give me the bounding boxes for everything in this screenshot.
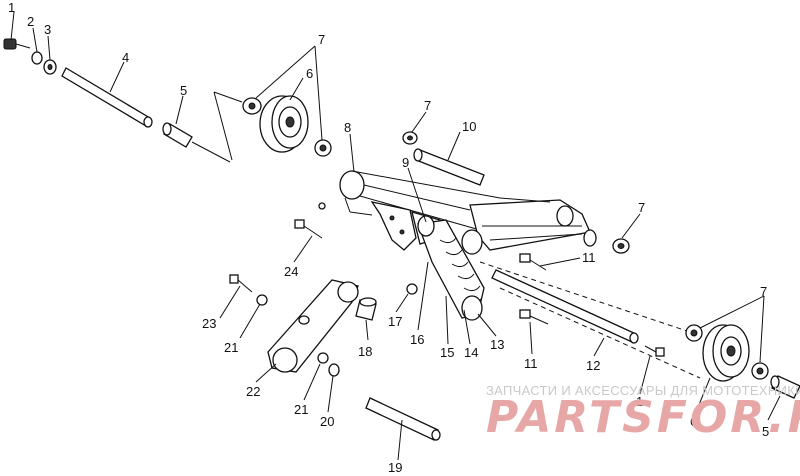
callout-5: 5 bbox=[762, 424, 769, 439]
callout-11: 11 bbox=[524, 356, 538, 371]
callout-10: 10 bbox=[462, 119, 476, 134]
bolt-part bbox=[3, 38, 31, 50]
callout-17: 17 bbox=[388, 314, 402, 329]
bolt-part bbox=[519, 309, 549, 325]
rod-part bbox=[413, 148, 485, 186]
callout-23: 23 bbox=[202, 316, 216, 331]
shaft-part bbox=[365, 397, 441, 441]
nut-part bbox=[406, 283, 418, 295]
long-shaft-part bbox=[491, 269, 639, 344]
washer-part bbox=[256, 294, 268, 306]
bolt-part bbox=[519, 253, 547, 271]
callout-21: 21 bbox=[224, 340, 238, 355]
watermark-logo: PARTSFOR.RU bbox=[486, 392, 800, 443]
callout-20: 20 bbox=[320, 414, 334, 429]
callout-15: 15 bbox=[440, 345, 454, 360]
callout-22: 22 bbox=[246, 384, 260, 399]
callout-13: 13 bbox=[490, 337, 504, 352]
callout-9: 9 bbox=[402, 155, 409, 170]
bushing-part bbox=[162, 122, 193, 148]
callout-6: 6 bbox=[306, 66, 313, 81]
bushing-part bbox=[770, 375, 800, 399]
callout-24: 24 bbox=[284, 264, 298, 279]
callout-7: 7 bbox=[318, 32, 325, 47]
callout-8: 8 bbox=[344, 120, 351, 135]
callout-7: 7 bbox=[760, 284, 767, 299]
callout-1: 1 bbox=[636, 394, 643, 409]
watermark-caption: ЗАПЧАСТИ И АКСЕССУАРЫ ДЛЯ МОТОТЕХНИКИ bbox=[486, 383, 800, 398]
rear-arm-frame bbox=[339, 170, 597, 255]
idler-wheel-part bbox=[702, 324, 750, 382]
callout-18: 18 bbox=[358, 344, 372, 359]
callout-19: 19 bbox=[388, 460, 402, 475]
callout-5: 5 bbox=[180, 83, 187, 98]
link-arm-part bbox=[267, 279, 359, 373]
spring-assembly bbox=[417, 215, 485, 321]
callout-4: 4 bbox=[122, 50, 129, 65]
callout-14: 14 bbox=[464, 345, 478, 360]
callout-21: 21 bbox=[294, 402, 308, 417]
callout-11: 11 bbox=[582, 250, 596, 265]
leader-lines bbox=[10, 11, 781, 461]
bolt-part bbox=[644, 345, 665, 357]
callout-1: 1 bbox=[8, 0, 15, 15]
bushing-part bbox=[355, 297, 377, 321]
callout-2: 2 bbox=[27, 14, 34, 29]
washer-part bbox=[317, 352, 329, 364]
callout-12: 12 bbox=[586, 358, 600, 373]
bolt-part bbox=[229, 274, 253, 293]
callout-7: 7 bbox=[638, 200, 645, 215]
shaft-part bbox=[61, 67, 153, 128]
idler-wheel-part bbox=[259, 95, 309, 153]
washer-part bbox=[328, 363, 340, 377]
callout-7: 7 bbox=[424, 98, 431, 113]
callout-3: 3 bbox=[44, 22, 51, 37]
washer-part bbox=[31, 51, 43, 65]
bolt-part bbox=[294, 219, 323, 239]
callout-16: 16 bbox=[410, 332, 424, 347]
callout-6: 6 bbox=[690, 414, 697, 429]
